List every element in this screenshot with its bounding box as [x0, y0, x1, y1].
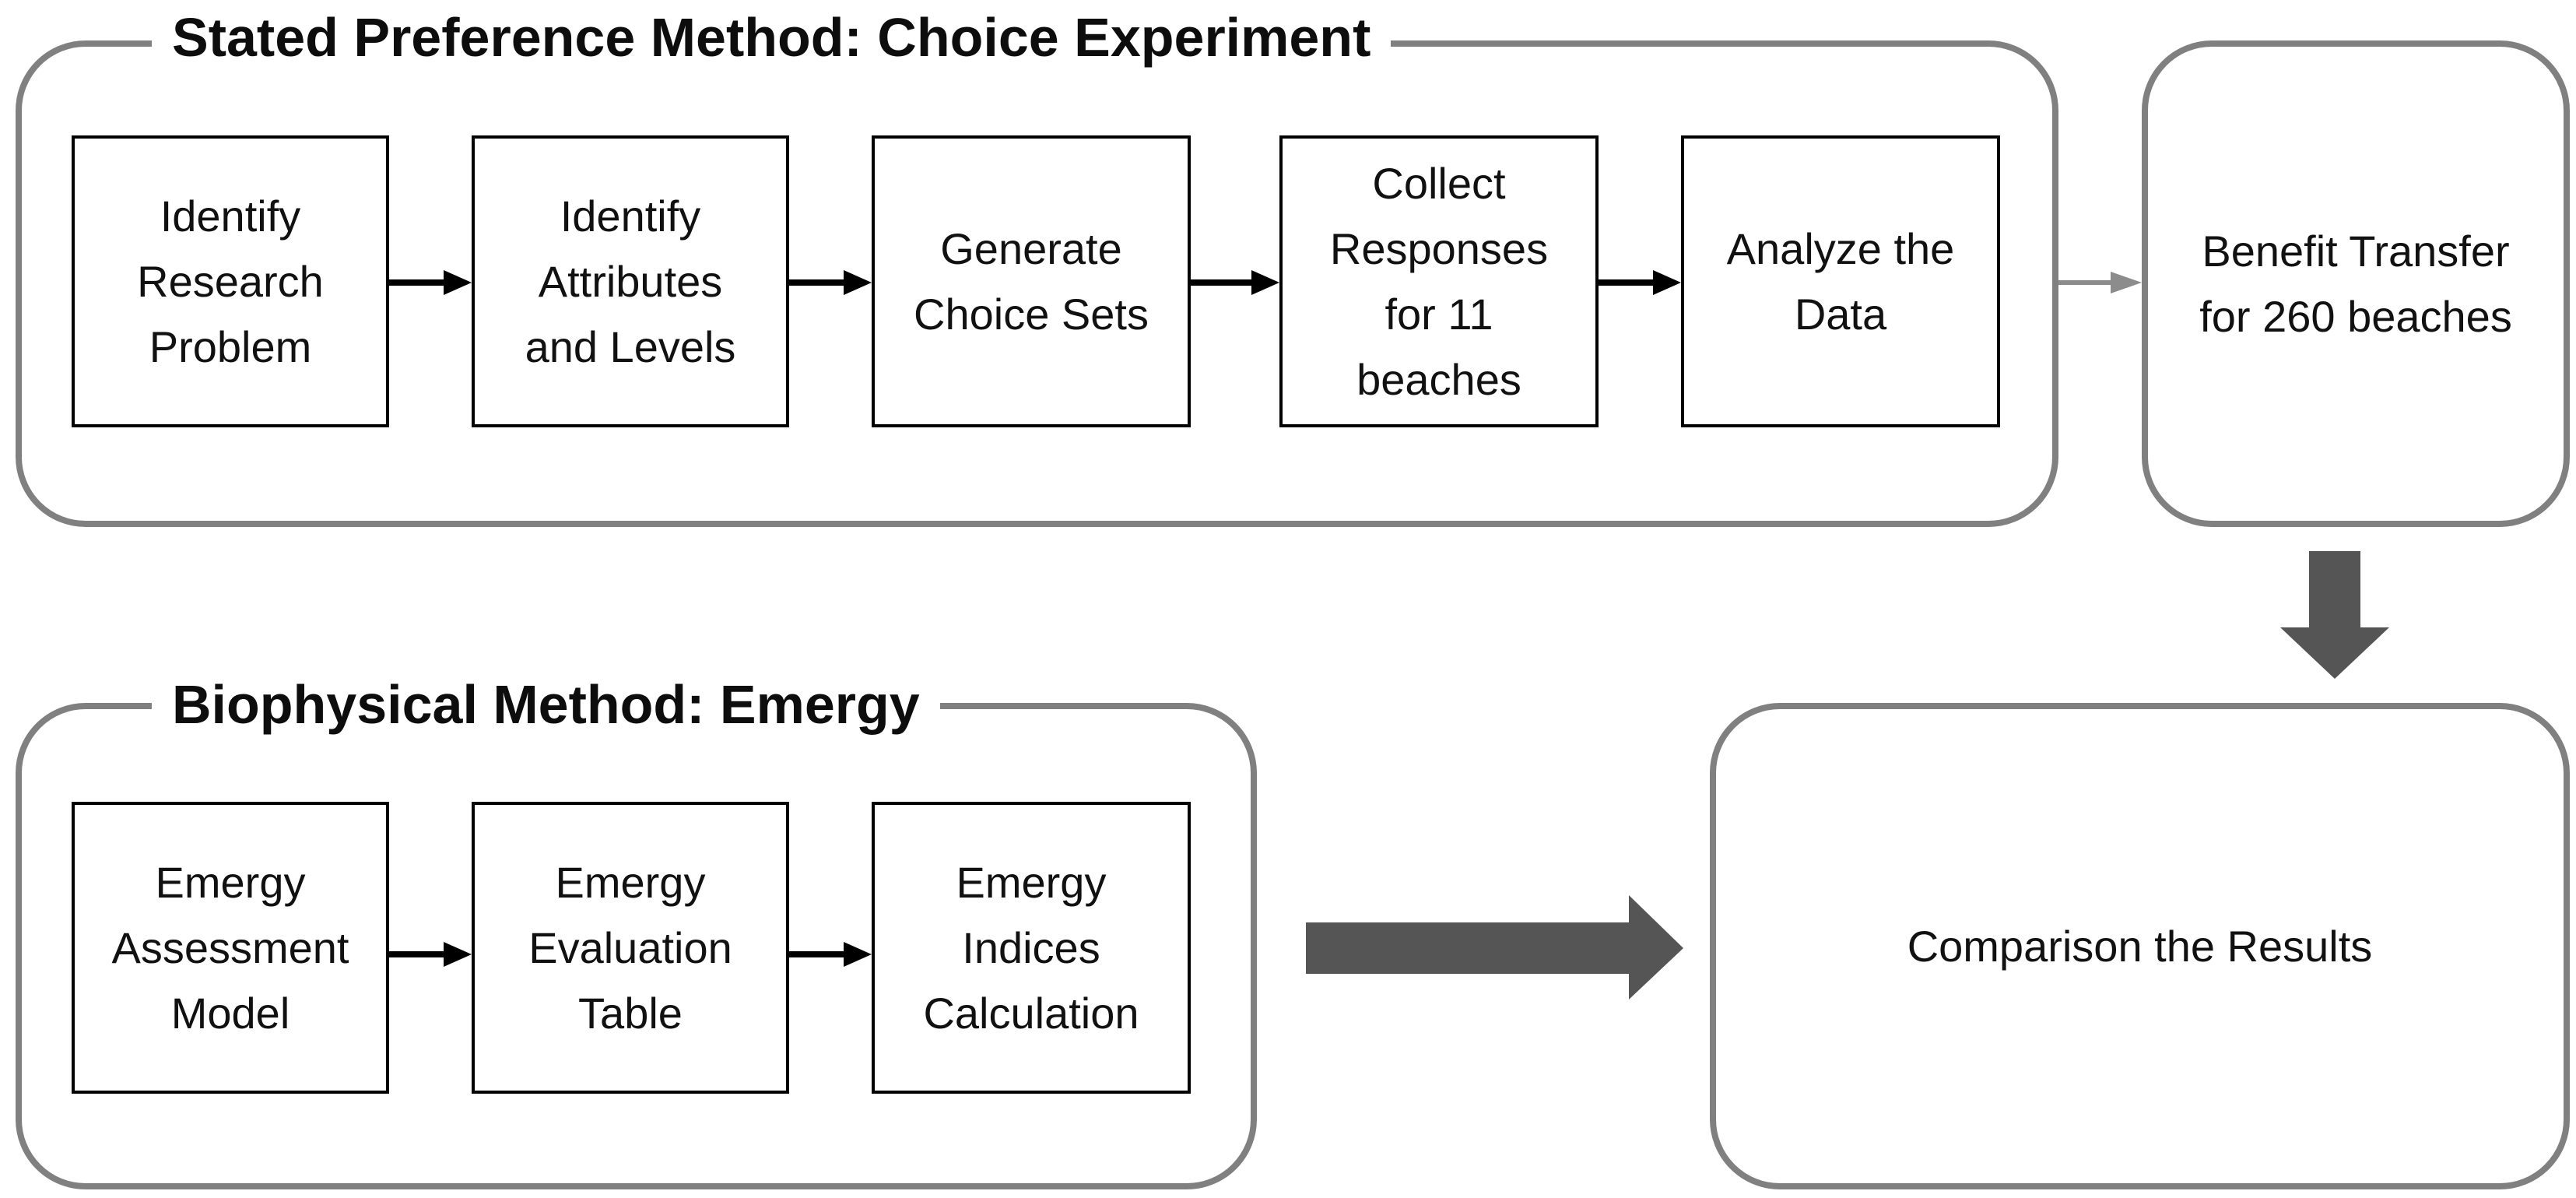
comparison-label: Comparison the Results — [1907, 921, 2373, 971]
step-label: Generate Choice Sets — [914, 223, 1149, 339]
step-generate-choice-sets: Generate Choice Sets — [872, 135, 1191, 427]
step-label: Analyze the Data — [1726, 223, 1955, 339]
stated-preference-title: Stated Preference Method: Choice Experim… — [152, 2, 1392, 72]
step-emergy-assessment-model: Emergy Assessment Model — [72, 802, 389, 1094]
arrow-to-benefit-transfer — [2058, 272, 2142, 293]
arrow-right-to-comparison — [1306, 895, 1683, 1000]
arrow-down-to-comparison — [2280, 551, 2389, 679]
biophysical-title: Biophysical Method: Emergy — [152, 669, 940, 740]
step-emergy-indices-calculation: Emergy Indices Calculation — [872, 802, 1191, 1094]
step-label: Emergy Indices Calculation — [923, 857, 1139, 1038]
step-label: Emergy Assessment Model — [111, 857, 349, 1038]
step-identify-research-problem: Identify Research Problem — [72, 135, 389, 427]
step-analyze-data: Analyze the Data — [1681, 135, 2000, 427]
step-label: Identify Attributes and Levels — [525, 191, 736, 371]
step-identify-attributes: Identify Attributes and Levels — [472, 135, 789, 427]
step-emergy-evaluation-table: Emergy Evaluation Table — [472, 802, 789, 1094]
step-label: Identify Research Problem — [137, 191, 324, 371]
step-label: Collect Responses for 11 beaches — [1329, 158, 1549, 404]
benefit-transfer-box: Benefit Transfer for 260 beaches — [2142, 40, 2570, 527]
benefit-transfer-label: Benefit Transfer for 260 beaches — [2199, 226, 2512, 341]
comparison-box: Comparison the Results — [1710, 703, 2570, 1189]
step-collect-responses: Collect Responses for 11 beaches — [1279, 135, 1599, 427]
step-label: Emergy Evaluation Table — [528, 857, 732, 1038]
